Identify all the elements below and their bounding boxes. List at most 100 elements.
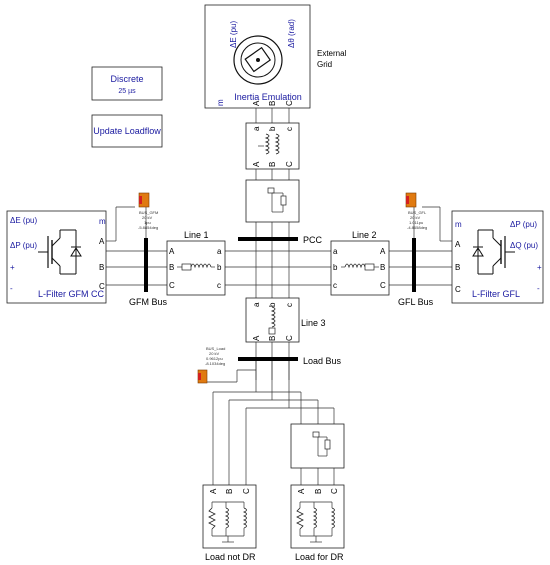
grid-transformer-port-B: B	[268, 162, 277, 167]
load-bus-info-name: BUS_Load	[206, 346, 225, 351]
line1-port-B: B	[169, 263, 174, 272]
inertia-emulation-label: Inertia Emulation	[234, 92, 302, 102]
line2-port-B: B	[380, 263, 385, 272]
update-loadflow-label: Update Loadflow	[93, 126, 161, 136]
grid-transformer-port-b: b	[268, 126, 277, 131]
gfm-minus: -	[10, 284, 13, 293]
gfm-out-port-b: B	[99, 263, 104, 272]
gfl-in-port-dp: ΔP (pu)	[510, 220, 537, 229]
line3-port-B: B	[268, 336, 277, 341]
gfm-converter-block[interactable]: ΔE (pu) ΔP (pu) + - m A B C L-Filter GFM…	[6, 210, 107, 304]
gfl-bus-probe[interactable]: BUS_GFL 20 kV 1.011pu -4.8658deg	[405, 192, 427, 230]
pcc-measurement[interactable]	[245, 179, 300, 223]
gfl-plus: +	[537, 263, 542, 272]
gfm-converter-label: L-Filter GFM CC	[38, 289, 104, 299]
line1-port-a: a	[217, 247, 222, 256]
line2-port-c: c	[333, 281, 337, 290]
gfm-in-port-dp: ΔP (pu)	[10, 241, 37, 250]
external-grid-port-b: B	[268, 101, 277, 106]
pcc-bus-label: PCC	[303, 235, 323, 245]
line2-label: Line 2	[352, 230, 377, 240]
load-bus-info-deg: -8.1034deg	[205, 361, 225, 366]
line2-port-b: b	[333, 263, 338, 272]
line2-port-A: A	[380, 247, 386, 256]
external-grid-port-m: m	[216, 99, 225, 106]
line1-block[interactable]: A B C a b c Line 1	[166, 230, 226, 296]
gfl-bus-info-kv: 20 kV	[410, 215, 421, 220]
gfm-bus: GFM Bus	[129, 238, 168, 307]
grid-transformer-port-c: c	[285, 127, 294, 131]
grid-transformer[interactable]: a b c A B C	[245, 122, 300, 170]
line3-port-b: b	[268, 302, 277, 307]
gfm-bus-info-kv: 20 kV	[142, 215, 153, 220]
discrete-sample-time: 25 µs	[118, 88, 136, 95]
grid-transformer-port-C: C	[285, 161, 294, 167]
load-for-dr-port-c: C	[330, 488, 339, 494]
update-loadflow-button[interactable]: Update Loadflow	[91, 114, 163, 148]
line2-port-a: a	[333, 247, 338, 256]
load-not-dr-port-a: A	[209, 488, 218, 494]
igbt-icon	[472, 229, 515, 275]
load-not-dr-port-c: C	[242, 488, 251, 494]
gfl-out-port-m: m	[455, 220, 462, 229]
rl-load-icon	[296, 501, 335, 543]
load-bus-info-kv: 20 kV	[209, 351, 220, 356]
load-for-dr-block[interactable]: A B C	[290, 484, 345, 549]
line3-block[interactable]: a b c A B C	[245, 297, 300, 343]
grid-source-icon	[233, 35, 283, 85]
line3-label: Line 3	[301, 318, 326, 328]
dr-measurement[interactable]	[290, 423, 345, 469]
gfm-bus-info-name: BUS_GFM	[139, 210, 158, 215]
gfm-bus-info-pu: 1pu	[144, 220, 151, 225]
external-grid-label-1: External	[317, 49, 347, 58]
load-not-dr-label: Load not DR	[205, 552, 256, 562]
line1-port-C: C	[169, 281, 175, 290]
gfl-converter-label: L-Filter GFL	[472, 289, 520, 299]
load-for-dr-port-a: A	[297, 488, 306, 494]
gfl-bus-info-name: BUS_GFL	[408, 210, 427, 215]
load-for-dr-label: Load for DR	[295, 552, 344, 562]
load-bus-label: Load Bus	[303, 356, 342, 366]
gfl-out-port-b: B	[455, 263, 460, 272]
gfm-in-port-de: ΔE (pu)	[10, 216, 37, 225]
discrete-label: Discrete	[110, 74, 143, 84]
external-grid-port-a: A	[252, 100, 261, 106]
gfl-bus-label: GFL Bus	[398, 297, 434, 307]
line1-port-c: c	[217, 281, 221, 290]
gfm-bus-info-deg: -5.8854deg	[138, 225, 158, 230]
gfm-out-port-c: C	[99, 282, 105, 291]
line2-block[interactable]: a b c A B C Line 2	[330, 230, 390, 296]
gfl-bus: GFL Bus	[398, 238, 434, 307]
line3-port-a: a	[252, 302, 261, 307]
gfm-out-port-a: A	[99, 237, 105, 246]
gfl-bus-info-deg: -4.8658deg	[407, 225, 427, 230]
external-grid-port-de: ΔE (pu)	[229, 21, 238, 48]
line1-label: Line 1	[184, 230, 209, 240]
gfl-converter-block[interactable]: ΔP (pu) ΔQ (pu) + - m A B C L-Filter GFL	[451, 210, 544, 304]
gfl-out-port-a: A	[455, 240, 461, 249]
load-not-dr-port-b: B	[225, 489, 234, 494]
gfm-bus-probe[interactable]: BUS_GFM 20 kV 1pu -5.8854deg	[138, 192, 158, 230]
external-grid-block[interactable]: ΔE (pu) Δθ (rad) m A B C Inertia Emulati…	[204, 4, 311, 109]
line1-port-b: b	[217, 263, 222, 272]
load-bus: Load Bus	[238, 356, 342, 366]
grid-transformer-port-A: A	[252, 161, 261, 167]
gfm-out-port-m: m	[99, 217, 106, 226]
load-not-dr-block[interactable]: A B C	[202, 484, 257, 549]
rl-load-icon	[208, 501, 247, 543]
line2-port-C: C	[380, 281, 386, 290]
load-for-dr-port-b: B	[314, 489, 323, 494]
gfl-minus: -	[537, 284, 540, 293]
line3-port-A: A	[252, 335, 261, 341]
gfl-bus-info-pu: 1.011pu	[409, 220, 423, 225]
external-grid-port-c: C	[285, 100, 294, 106]
external-grid-port-dtheta: Δθ (rad)	[287, 19, 296, 48]
load-bus-probe[interactable]: BUS_Load 20 kV 0.9612pu -8.1034deg	[197, 346, 225, 384]
discrete-block[interactable]: Discrete 25 µs	[91, 66, 163, 101]
line3-port-C: C	[285, 335, 294, 341]
line1-port-A: A	[169, 247, 175, 256]
gfl-in-port-dq: ΔQ (pu)	[510, 241, 538, 250]
grid-transformer-port-a: a	[252, 126, 261, 131]
gfl-out-port-c: C	[455, 285, 461, 294]
